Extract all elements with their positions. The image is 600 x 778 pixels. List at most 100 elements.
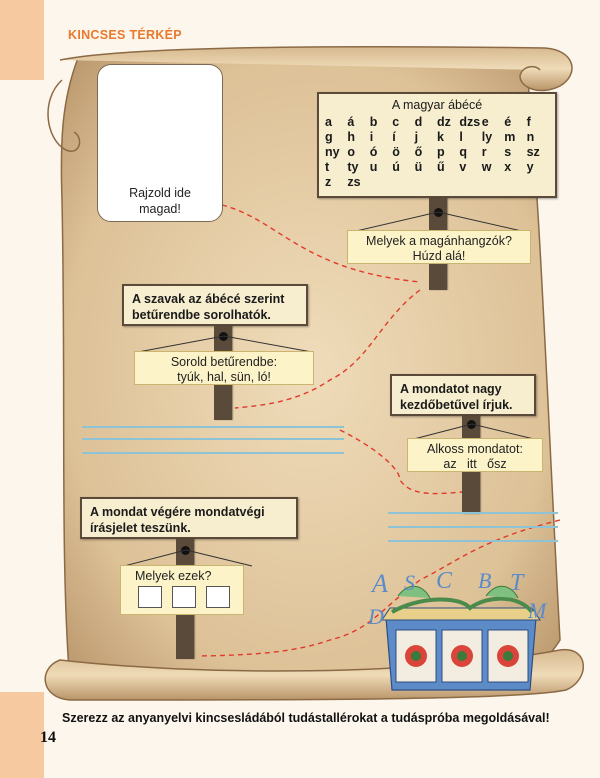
alphabet-letter: i [369,130,374,144]
footer-instruction: Szerezz az anyanyelvi kincsesládából tud… [62,711,550,725]
alphabet-letter: ly [481,130,493,144]
task-sentence-line-2: az itt ősz [443,457,507,471]
task-sentence: Alkoss mondatot: az itt ősz [407,438,543,472]
alphabet-letter: n [526,130,535,144]
hanging-string-2 [137,335,313,353]
scroll-left-curl [47,79,81,152]
sign-punct-line-2: írásjelet teszünk. [90,521,191,535]
caption-line-2: magad! [139,202,181,216]
alphabet-letter [504,175,526,190]
task-order-line-1: Sorold betűrendbe: [170,355,278,369]
alphabet-letter [527,175,549,190]
sign-capital-line-2: kezdőbetűvel írjuk. [400,398,513,412]
alphabet-letter: c [392,115,400,129]
alphabet-letter: k [436,130,444,144]
alphabet-letter: v [459,160,467,174]
sign-punctuation: A mondat végére mondatvégi írásjelet tes… [80,497,298,539]
svg-text:C: C [436,568,453,594]
answer-line-3[interactable] [82,452,344,454]
alphabet-letter: d [414,115,423,129]
drawing-frame-caption: Rajzold ide magad! [98,185,222,217]
sign-capital: A mondatot nagy kezdőbetűvel írjuk. [390,374,536,416]
answer-box-1[interactable] [138,586,162,608]
alphabet-letter: l [459,130,463,144]
alphabet-letter: ű [436,160,445,174]
svg-text:S: S [404,570,415,595]
hanging-string-3 [409,423,539,441]
answer-line-6[interactable] [388,540,558,542]
svg-text:A: A [370,569,388,598]
alphabet-letter: u [369,160,378,174]
svg-text:T: T [510,570,525,596]
alphabet-letter: ő [414,145,423,159]
sign-capital-line-1: A mondatot nagy [400,382,502,396]
alphabet-letter: e [481,115,489,129]
alphabet-letter [482,175,504,190]
task-order-line-2: tyúk, hal, sün, ló! [177,370,271,384]
alphabet-letter: í [392,130,396,144]
sign-order-line-2: betűrendbe sorolhatók. [132,308,271,322]
alphabet-letter: ü [414,160,423,174]
sign-punct-line-1: A mondat végére mondatvégi [90,505,265,519]
task-order: Sorold betűrendbe: tyúk, hal, sün, ló! [134,351,314,385]
dashed-path-3 [339,429,463,495]
alphabet-letter: ty [347,160,359,174]
dashed-path-1 [221,204,421,283]
alphabet-letter: é [504,115,512,129]
alphabet-letter: o [347,145,356,159]
alphabet-letter: x [504,160,512,174]
alphabet-letter: t [325,160,330,174]
dashed-path-2 [234,289,421,409]
header-title: KINCSES TÉRKÉP [68,28,182,42]
alphabet-letter: m [504,130,516,144]
treasure-chest-illustration: A S C B T D M [367,568,548,691]
alphabet-letter [437,175,459,190]
alphabet-letter: ú [392,160,400,174]
alphabet-letter: dz [436,115,451,129]
alphabet-letter: q [459,145,468,159]
answer-line-1[interactable] [82,426,344,428]
alphabet-letter: j [414,130,419,144]
alphabet-letter: dzs [459,115,481,129]
page-background-bottom [44,692,600,778]
answer-box-2[interactable] [172,586,196,608]
svg-text:B: B [478,568,491,593]
task-vowels: Melyek a magánhangzók? Húzd alá! [347,230,531,264]
answer-box-3[interactable] [206,586,230,608]
alphabet-letter: f [526,115,531,129]
answer-line-2[interactable] [82,438,344,440]
alphabet-letter: ö [392,145,400,159]
answer-line-4[interactable] [388,512,558,514]
answer-line-5[interactable] [388,526,558,528]
drawing-frame[interactable]: Rajzold ide magad! [97,64,223,222]
task-sentence-line-1: Alkoss mondatot: [427,442,523,456]
alphabet-letter: p [436,145,445,159]
alphabet-letter: w [481,160,492,174]
alphabet-title: A magyar ábécé [391,98,483,112]
caption-line-1: Rajzold ide [129,186,191,200]
hanging-string-1 [351,211,527,233]
sign-order-line-1: A szavak az ábécé szerint [132,292,285,306]
alphabet-letter: z [325,175,332,189]
svg-text:D: D [367,604,384,629]
alphabet-letter: á [347,115,355,129]
alphabet-letter: r [481,145,487,159]
alphabet-letter [415,175,437,190]
alphabet-letter: ó [369,145,378,159]
alphabet-letter: a [325,115,332,129]
alphabet-letter: s [504,145,512,159]
task-vowels-line-1: Melyek a magánhangzók? [366,234,512,248]
alphabet-letter: zs [347,175,361,189]
alphabet-letter: h [347,130,356,144]
alphabet-letter: g [325,130,333,144]
task-punct-line-1: Melyek ezek? [135,569,212,583]
alphabet-letter [459,175,481,190]
task-vowels-line-2: Húzd alá! [412,249,466,263]
alphabet-letter [370,175,392,190]
sign-order: A szavak az ábécé szerint betűrendbe sor… [122,284,308,326]
hanging-string-4 [123,549,253,567]
alphabet-letter: sz [526,145,540,159]
alphabet-letter: ny [325,145,340,159]
